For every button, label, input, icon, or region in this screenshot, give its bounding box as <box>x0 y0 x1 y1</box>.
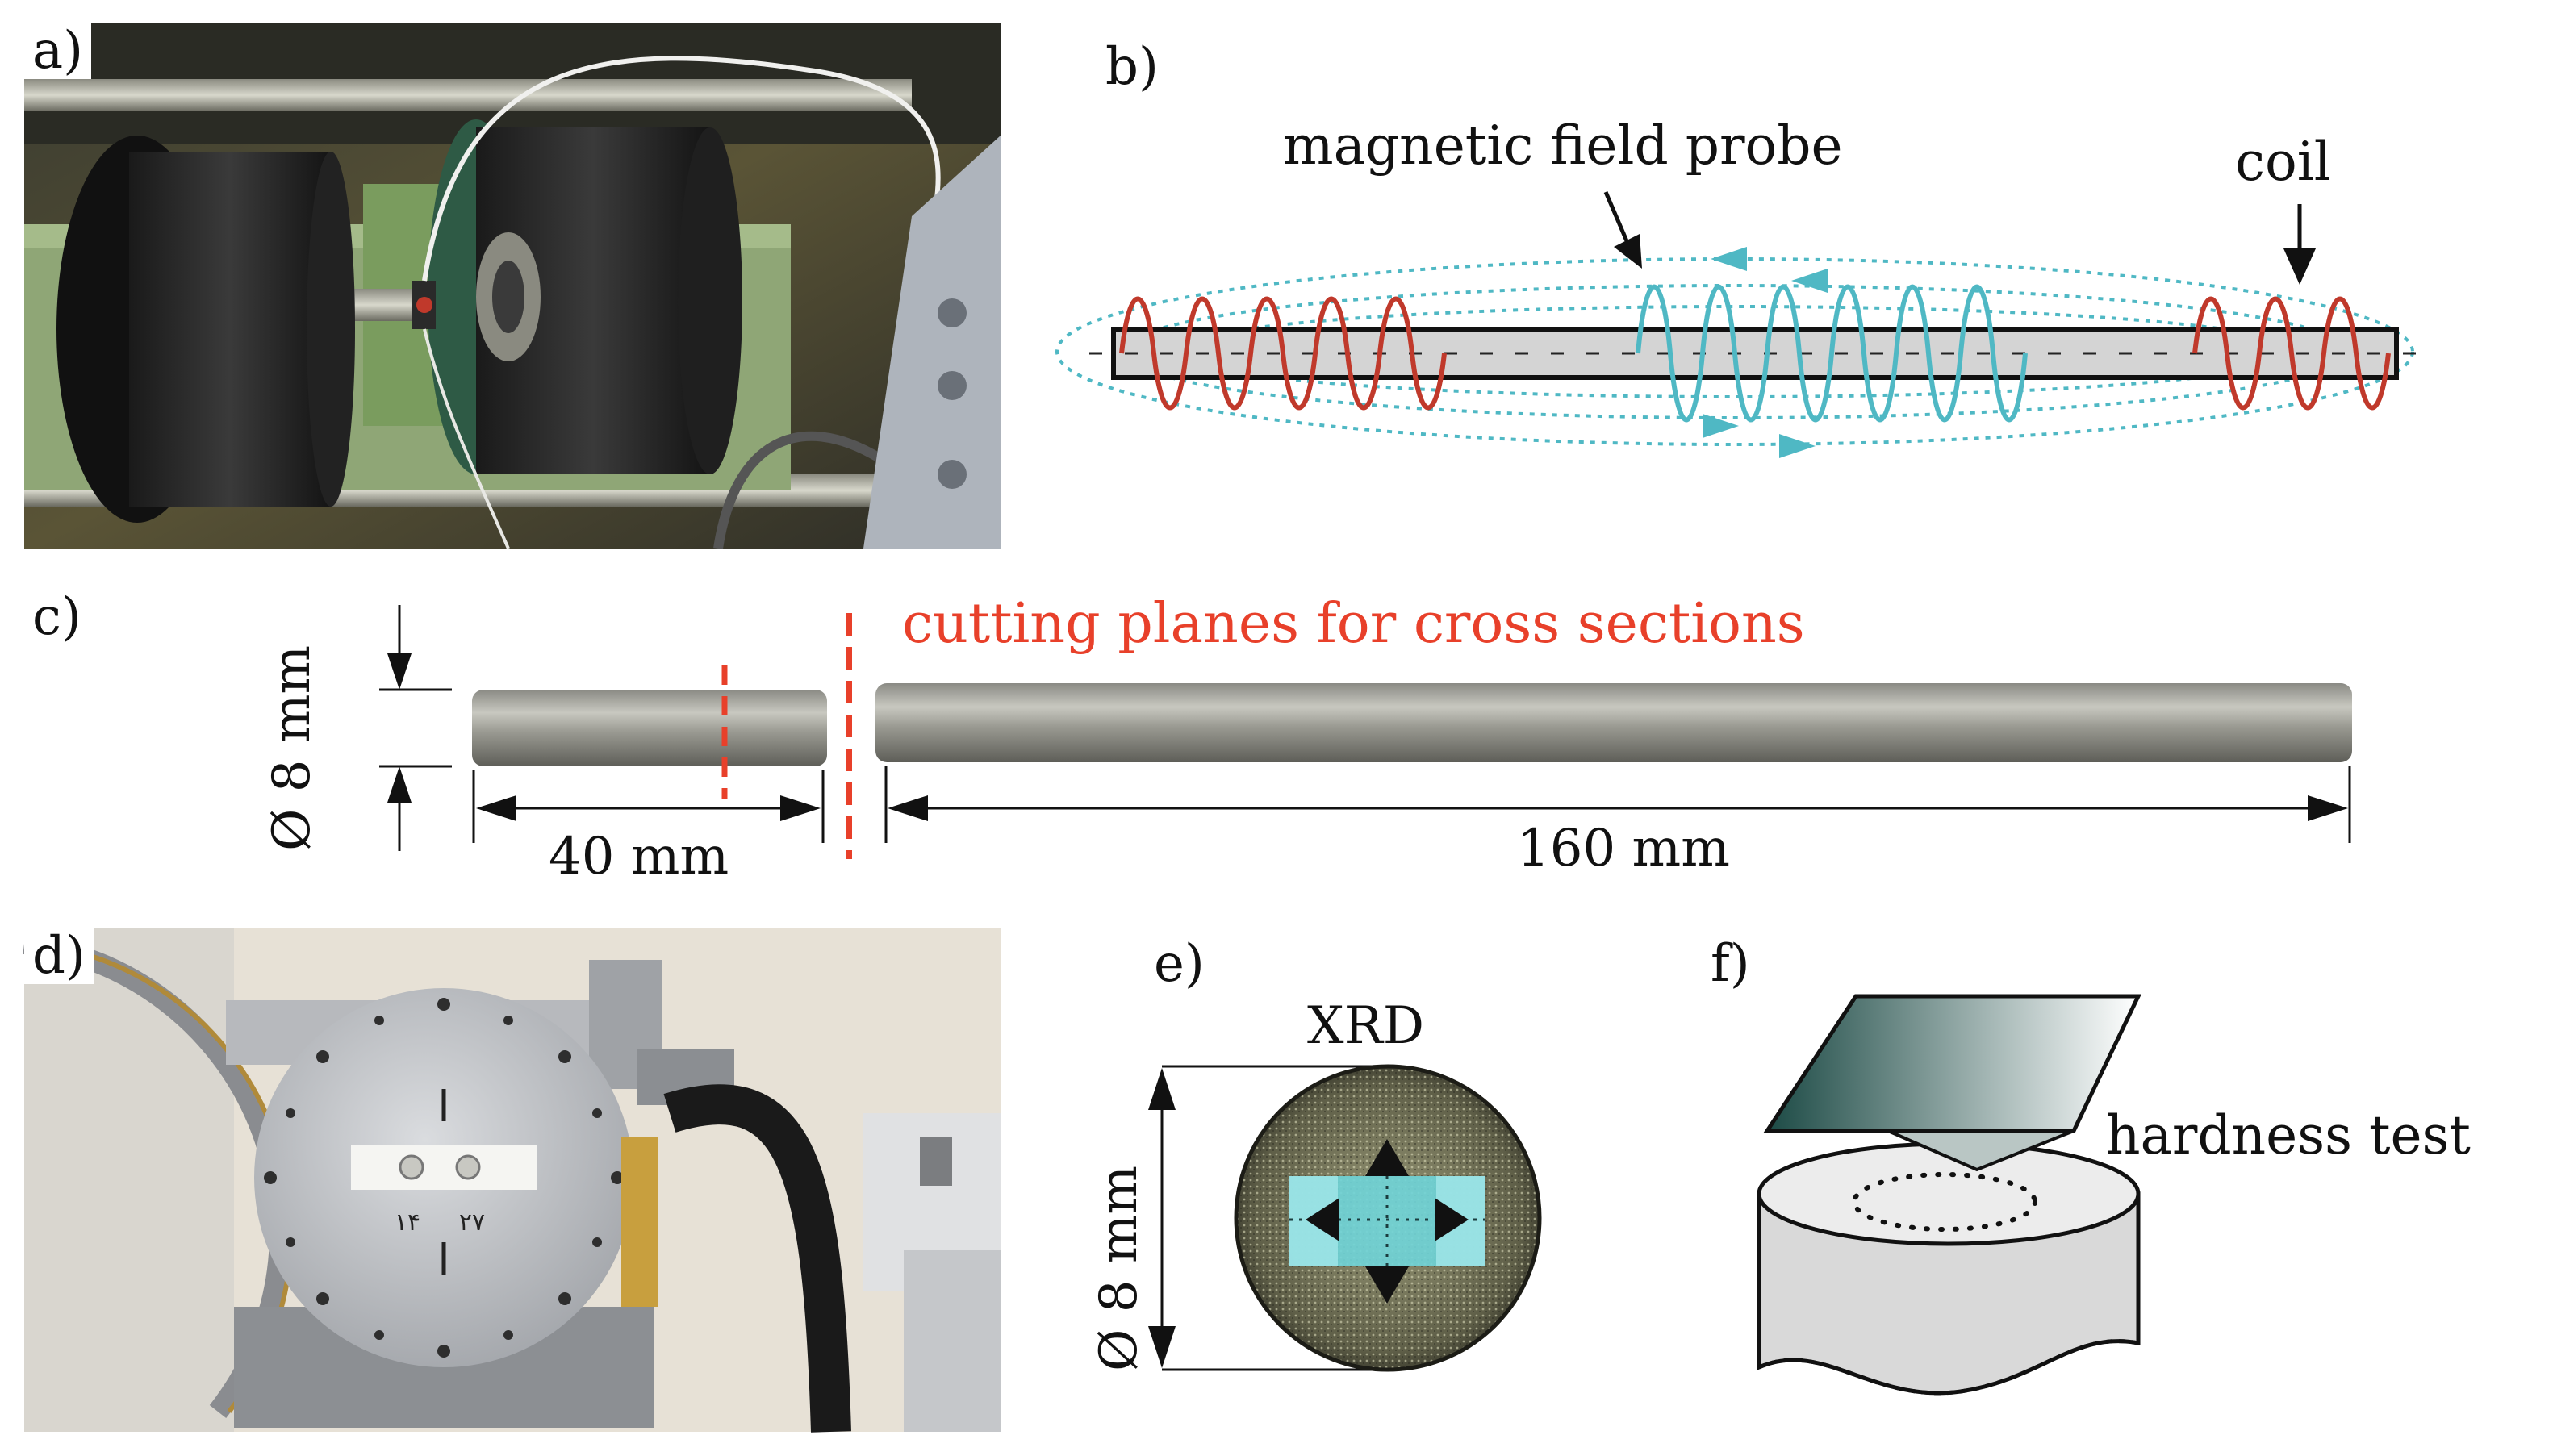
xrd-arrow-down <box>1365 1266 1409 1304</box>
sample-strip <box>351 1145 537 1190</box>
indenter-body <box>1763 994 2141 1133</box>
coil-pointer-arrow <box>2283 248 2316 285</box>
xrd-arrow-up <box>1365 1139 1409 1176</box>
right-coil-drawn <box>2192 296 2391 411</box>
panel-c-label: c) <box>32 587 81 647</box>
coil-setup-photo <box>24 23 1001 549</box>
left-coil-drawn <box>1119 296 1447 411</box>
short-dim-arrow-left <box>476 795 516 821</box>
long-dim-arrow-left <box>888 795 928 821</box>
long-dim-arrow-right <box>2308 795 2348 821</box>
rod-dimension-drawing <box>379 605 2352 859</box>
xrd-setup-photo: ۱۴ ۲۷ <box>23 928 1001 1433</box>
field-arrow-bot-2 <box>1779 434 1816 458</box>
panel-b-label: b) <box>1105 37 1159 97</box>
diameter-arrow-top <box>387 653 412 690</box>
long-length-label: 160 mm <box>1517 819 1730 878</box>
diameter-arrow-bottom <box>387 766 412 803</box>
indent-marks <box>1852 1172 2037 1232</box>
xrd-arrow-right <box>1435 1198 1469 1241</box>
short-rod-piece <box>472 690 827 766</box>
panel-a-label: a) <box>24 23 92 79</box>
probe-label: magnetic field probe <box>1283 115 1843 177</box>
xrd-arrow-left <box>1306 1198 1339 1241</box>
short-dim-arrow-right <box>780 795 821 821</box>
panel-d-photo: ۱۴ ۲۷ d) <box>23 928 1001 1433</box>
panel-e-label: e) <box>1154 934 1205 994</box>
panel-a-photo: a) <box>24 23 1001 549</box>
xrd-title: XRD <box>1307 996 1425 1056</box>
probe-coil-drawn <box>1636 284 2028 423</box>
xrd-dim-arrow-bottom <box>1148 1326 1176 1368</box>
black-cable <box>663 1084 851 1433</box>
long-rod-piece <box>875 683 2352 762</box>
coil-field-diagram <box>1055 191 2421 458</box>
panel-f-hardness: f) hardness test <box>1654 920 2550 1452</box>
hardness-test-drawing <box>1757 994 2141 1396</box>
panel-e-xrd: e) XRD Ø 8 mm <box>1049 920 1614 1452</box>
coil-label: coil <box>2235 131 2331 193</box>
short-length-label: 40 mm <box>549 827 729 887</box>
probe-pointer-arrow <box>1614 234 1642 269</box>
xrd-dim-arrow-top <box>1148 1068 1176 1110</box>
field-arrow-top-2 <box>1791 269 1828 293</box>
panel-d-label: d) <box>24 928 94 984</box>
xrd-cross-section-drawing <box>1148 1064 1542 1372</box>
cut-planes-label: cutting planes for cross sections <box>902 592 1805 656</box>
panel-c-rod: c) cutting planes for cross sections Ø 8… <box>0 565 2553 903</box>
sample-mark-1: ۱۴ <box>395 1208 420 1237</box>
panel-f-label: f) <box>1711 934 1750 994</box>
hardness-caption: hardness test <box>2106 1104 2471 1166</box>
sample-mark-2: ۲۷ <box>459 1208 485 1237</box>
field-arrow-top-1 <box>1711 247 1747 271</box>
field-arrow-bot-1 <box>1703 414 1739 438</box>
panel-b-schematic: b) magnetic field probe coil <box>1017 23 2542 555</box>
rod-sample <box>1111 327 2399 380</box>
